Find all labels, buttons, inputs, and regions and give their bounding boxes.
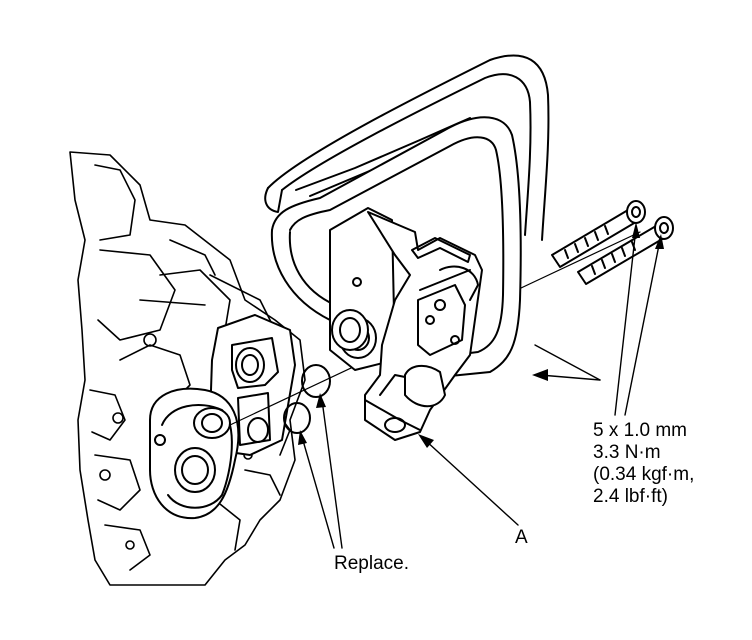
pipe-flange-left (149, 387, 240, 520)
torque-kgf-text: (0.34 kgf·m, (593, 464, 695, 485)
o-rings (283, 364, 331, 434)
o-ring-upper (301, 364, 331, 398)
bolt-size-text: 5 x 1.0 mm (593, 420, 687, 441)
part-a-label: A (515, 527, 528, 548)
replace-label: Replace. (334, 553, 409, 574)
torque-lbf-text: 2.4 lbf·ft) (593, 486, 668, 507)
pipe-block-a (329, 207, 483, 441)
leader-lines (298, 222, 664, 549)
o-ring-lower (283, 402, 311, 434)
bolt-torque-spec: 5 x 1.0 mm 3.3 N·m (0.34 kgf·m, 2.4 lbf·… (593, 420, 694, 508)
torque-nm-text: 3.3 N·m (593, 442, 661, 463)
bolt-lower (577, 216, 674, 285)
